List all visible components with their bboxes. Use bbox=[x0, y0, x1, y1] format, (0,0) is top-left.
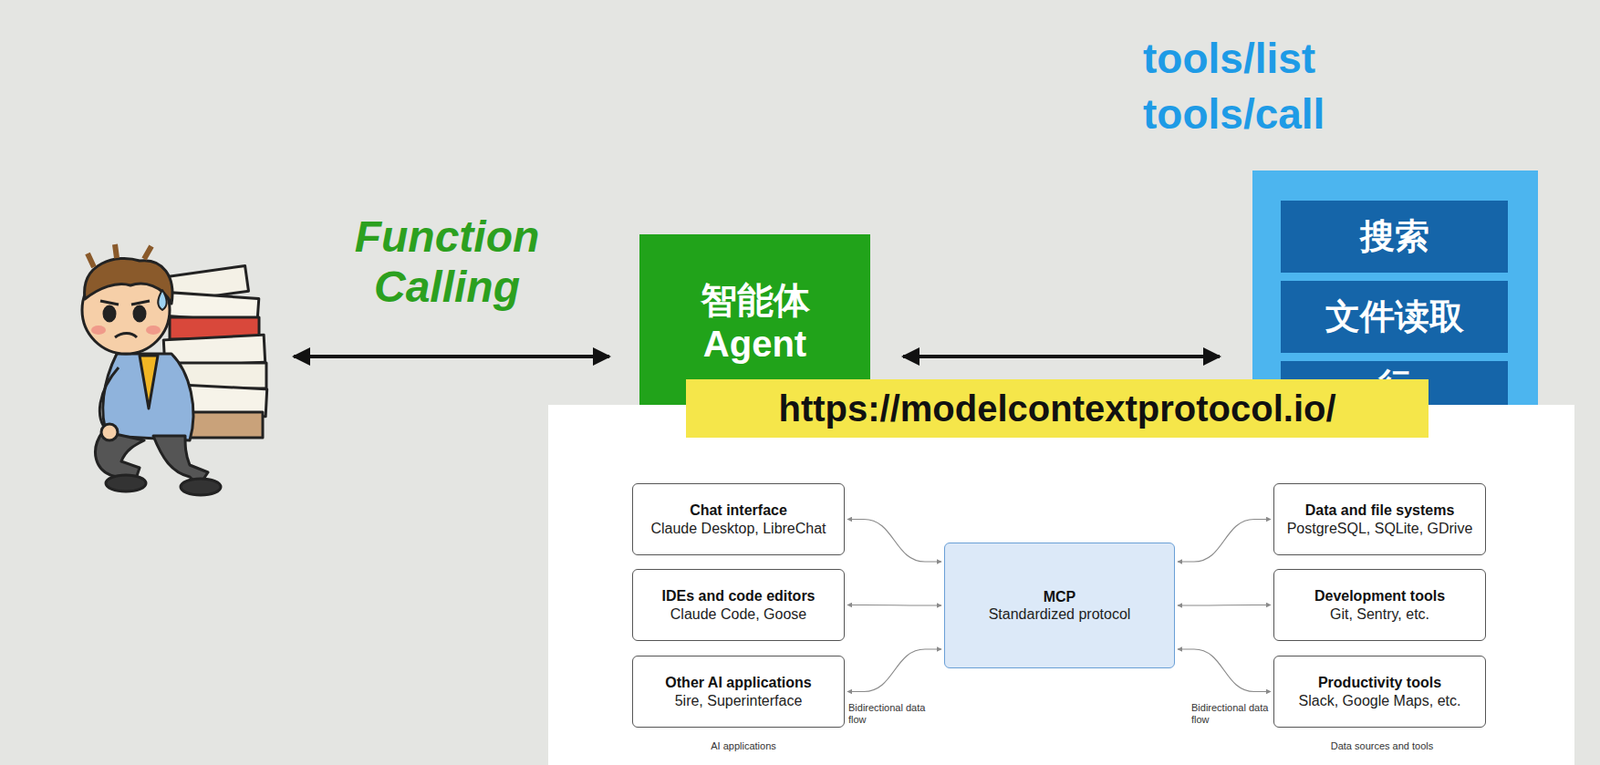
tool-box: 文件读取 bbox=[1280, 280, 1508, 354]
node-title: 智能体 bbox=[700, 278, 811, 323]
flow-note: Bidirectional data flow bbox=[848, 702, 931, 726]
node-title: 文件读取 bbox=[1325, 296, 1465, 339]
connector-arrow bbox=[847, 604, 942, 607]
node-subtitle: PostgreSQL, SQLite, GDrive bbox=[1287, 519, 1474, 538]
mcp-box: MCPStandardized protocol bbox=[944, 542, 1175, 669]
node-title: Chat interface bbox=[689, 501, 788, 520]
source-box: Chat interfaceClaude Desktop, LibreChat bbox=[632, 483, 845, 556]
node-title: Other AI applications bbox=[664, 674, 811, 692]
node-title: Development tools bbox=[1314, 587, 1445, 605]
connector-arrow bbox=[903, 354, 1220, 359]
source-box: IDEs and code editorsClaude Code, Goose bbox=[632, 569, 845, 642]
node-subtitle: Git, Sentry, etc. bbox=[1329, 605, 1430, 624]
node-subtitle: 5ire, Superinterface bbox=[675, 692, 803, 710]
node-title: Productivity tools bbox=[1318, 674, 1442, 692]
connector-arrow bbox=[1177, 519, 1271, 563]
panel-heading: tools/list bbox=[1142, 33, 1316, 84]
source-box: Development toolsGit, Sentry, etc. bbox=[1273, 569, 1486, 642]
arrow-label: Function Calling bbox=[335, 211, 559, 312]
double-arrow bbox=[293, 354, 610, 359]
connector-arrow bbox=[847, 519, 942, 563]
node-subtitle: Claude Code, Goose bbox=[670, 605, 807, 624]
group-caption: AI applications bbox=[693, 740, 794, 753]
node-title: 搜索 bbox=[1360, 216, 1430, 259]
connector-arrow bbox=[847, 649, 942, 693]
source-box: Productivity toolsSlack, Google Maps, et… bbox=[1273, 655, 1486, 728]
panel-heading: tools/call bbox=[1142, 89, 1325, 140]
url-banner: https://modelcontextprotocol.io/ bbox=[685, 379, 1429, 438]
node-subtitle: Claude Desktop, LibreChat bbox=[650, 519, 826, 538]
tool-box: 搜索 bbox=[1280, 200, 1508, 273]
group-caption: Data sources and tools bbox=[1313, 740, 1451, 753]
node-title: MCP bbox=[1043, 588, 1077, 606]
connector-arrow bbox=[1177, 604, 1271, 607]
person-illustration bbox=[82, 244, 268, 496]
node-title: IDEs and code editors bbox=[661, 587, 815, 605]
connector-arrow bbox=[1177, 649, 1271, 693]
node-subtitle: Slack, Google Maps, etc. bbox=[1298, 692, 1462, 710]
flow-note: Bidirectional data flow bbox=[1191, 702, 1274, 726]
source-box: Other AI applications5ire, Superinterfac… bbox=[632, 655, 845, 728]
node-subtitle: Standardized protocol bbox=[988, 605, 1132, 624]
source-box: Data and file systemsPostgreSQL, SQLite,… bbox=[1273, 483, 1486, 556]
node-title: Data and file systems bbox=[1305, 501, 1455, 520]
node-subtitle: Agent bbox=[703, 322, 807, 366]
